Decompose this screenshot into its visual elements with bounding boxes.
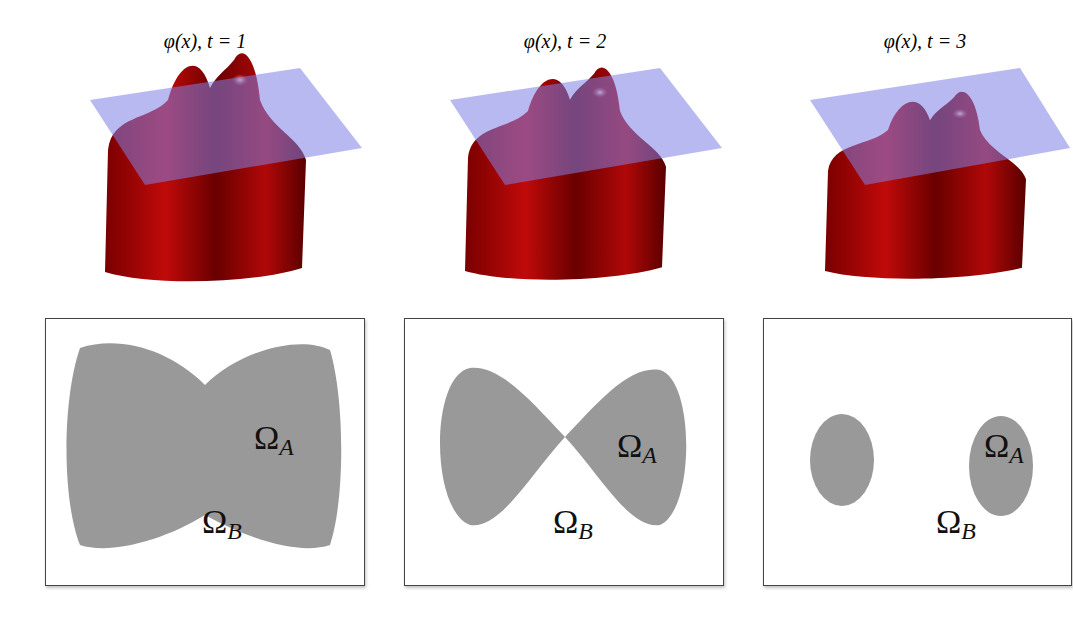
region-label: ΩB [553,505,593,544]
region-label: ΩA [984,429,1024,468]
surface-plot [90,53,362,281]
region-a [969,416,1033,516]
region-panel: ΩA ΩB [404,318,724,586]
region-panel: ΩAΩB [763,318,1072,586]
region-label: ΩB [202,505,242,544]
region-label: ΩA [617,429,657,468]
plot-title: φ(x), t = 3 [884,30,966,53]
plot-title: φ(x), t = 2 [524,30,606,53]
region-label: ΩB [936,505,976,544]
region-a [440,368,686,525]
region-label: ΩA [254,421,294,460]
region-a [810,414,874,506]
level-plane [810,68,1070,185]
region-a [67,343,342,548]
plot-title: φ(x), t = 1 [164,30,246,53]
level-plane [450,68,722,185]
region-panel: ΩA ΩB [45,318,365,586]
